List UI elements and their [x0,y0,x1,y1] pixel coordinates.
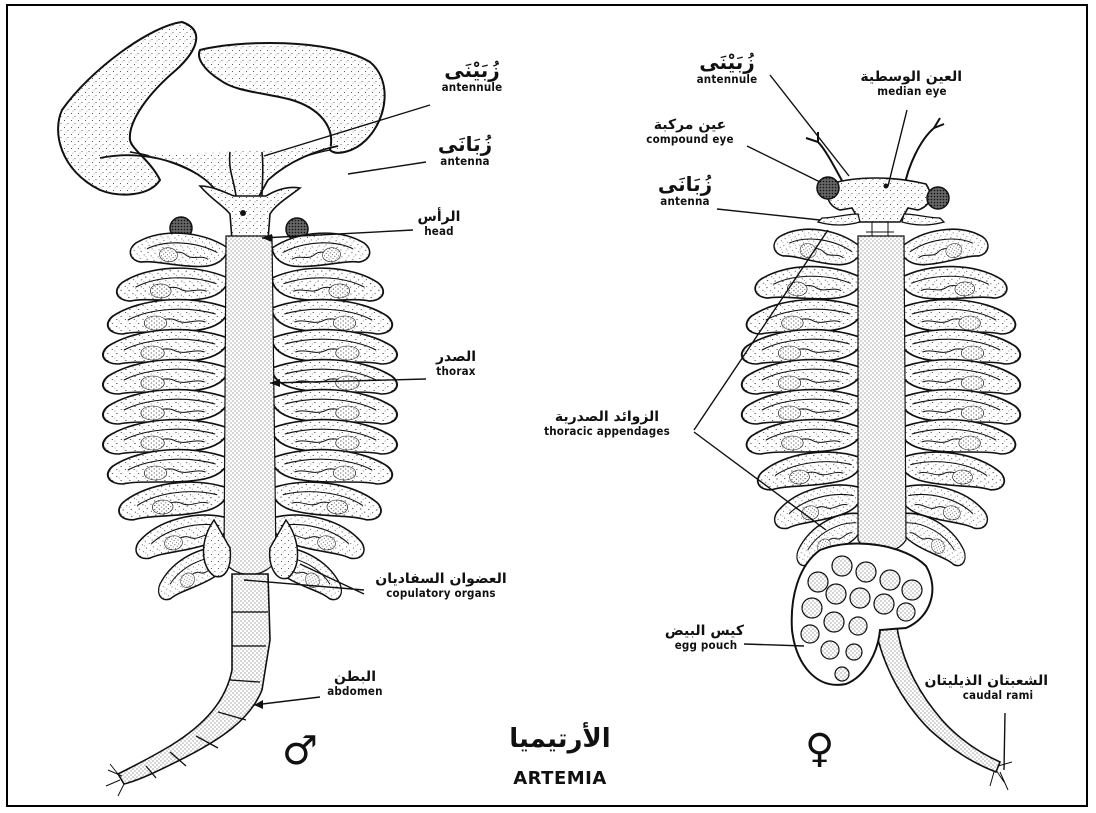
female-antenna-label: زُبَانَى antenna [652,174,718,207]
female-egg-pouch-label: كيس البيض egg pouch [668,624,744,651]
male-symbol: ♂ [282,730,318,772]
male-thorax-english: thorax [428,365,484,377]
female-egg-pouch-english: egg pouch [668,639,744,651]
male-head-label: الرأس head [414,210,464,237]
female-antenna-arabic: زُبَانَى [652,174,718,195]
female-thoracic-appendages-arabic: الزوائد الصدرية [526,410,688,425]
male-head-arabic: الرأس [414,210,464,225]
title-arabic: الأرتيميا [500,726,620,753]
female-thoracic-appendages-label: الزوائد الصدرية thoracic appendages [526,410,688,437]
male-antenna-label: زُبَانَى antenna [430,134,500,167]
male-antenna-arabic: زُبَانَى [430,134,500,155]
male-abdomen-arabic: البطن [320,670,390,685]
female-compound-eye-label: عين مركبة compound eye [634,118,746,145]
male-copulatory-organs-english: copulatory organs [366,587,516,599]
female-right-appendages [894,220,1020,569]
male-antennule-arabic: زُبَيْنَى [432,60,512,81]
female-median-eye-arabic: العين الوسطية [862,70,962,85]
male-thorax-arabic: الصدر [428,350,484,365]
female-left-eye [817,177,839,199]
female-symbol: ♀ [805,728,834,770]
female-caudal-rami-label: الشعبتان الذيليتان caudal rami [948,674,1048,701]
female-caudal-rami-arabic: الشعبتان الذيليتان [948,674,1048,689]
male-left-clasper [58,22,196,195]
male-thorax-label: الصدر thorax [428,350,484,377]
female-thorax [858,236,906,552]
female-median-eye-label: العين الوسطية median eye [862,70,962,97]
female-thoracic-appendages-english: thoracic appendages [526,425,688,437]
female-egg-pouch-arabic: كيس البيض [668,624,744,639]
male-antenna-english: antenna [430,155,500,167]
female-compound-eye-english: compound eye [634,133,746,145]
male-abdomen-label: البطن abdomen [320,670,390,697]
female-right-eye [927,187,949,209]
male-right-clasper [199,43,385,153]
male-antennule-english: antennule [432,81,512,93]
female-antennule-english: antennule [682,73,772,85]
female-antennule-arabic: زُبَيْنَى [682,52,772,73]
female-caudal-rami-english: caudal rami [948,689,1048,701]
male-thorax [224,236,276,575]
male-head-english: head [414,225,464,237]
female-antennule-label: زُبَيْنَى antennule [682,52,772,85]
female-antenna-english: antenna [652,195,718,207]
male-copulatory-organs-arabic: العضوان السفاديان [366,572,516,587]
female-compound-eye-arabic: عين مركبة [634,118,746,133]
male-abdomen [118,574,270,784]
female-median-eye-english: median eye [862,85,962,97]
female-left-appendages [742,220,868,569]
male-abdomen-english: abdomen [320,685,390,697]
title-english: ARTEMIA [500,770,620,789]
male-copulatory-organs-label: العضوان السفاديان copulatory organs [366,572,516,599]
male-antennule-label: زُبَيْنَى antennule [432,60,512,93]
